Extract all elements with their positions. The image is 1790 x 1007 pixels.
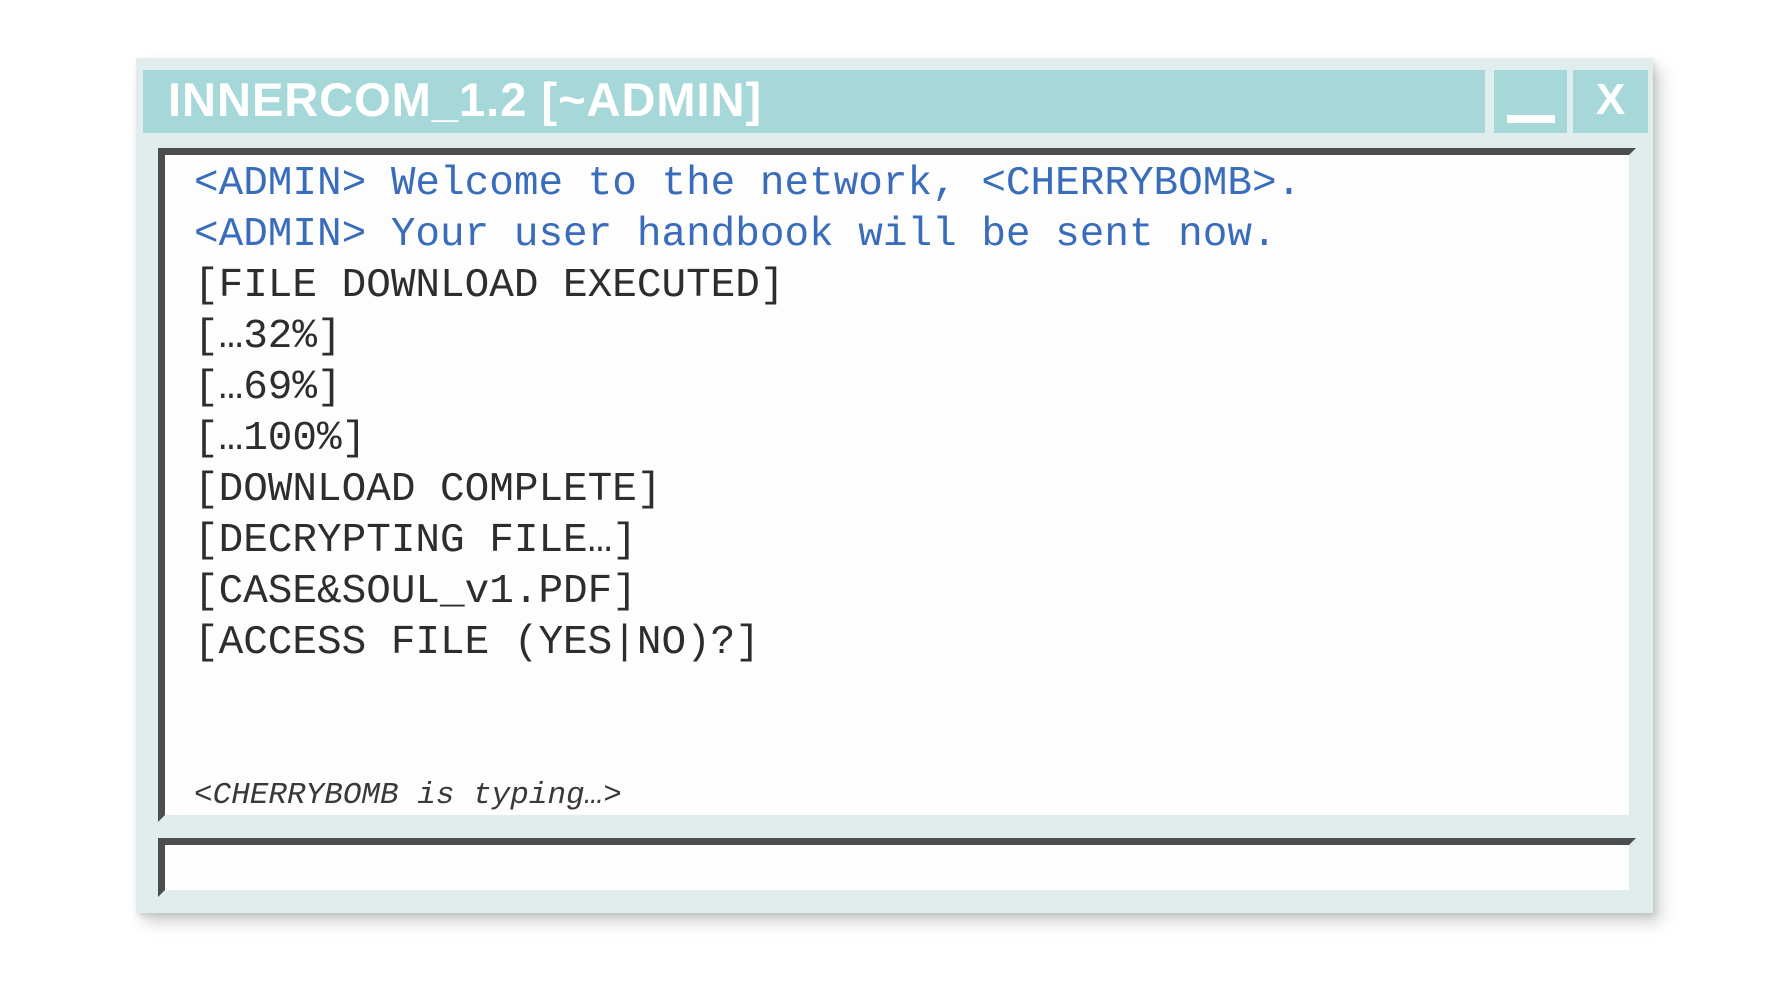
titlebar[interactable]: INNERCOM_1.2 [~ADMIN] — [143, 70, 1485, 133]
close-button[interactable]: X — [1573, 70, 1648, 133]
message-list: <ADMIN> Welcome to the network, <CHERRYB… — [165, 155, 1629, 669]
chat-message: […32%] — [194, 314, 342, 360]
minimize-icon — [1506, 115, 1555, 123]
chat-message: [FILE DOWNLOAD EXECUTED] — [194, 263, 785, 309]
titlebar-row: INNERCOM_1.2 [~ADMIN] X — [143, 70, 1648, 133]
chat-message: [DOWNLOAD COMPLETE] — [194, 467, 662, 513]
chat-message: [ACCESS FILE (YES|NO)?] — [194, 620, 760, 666]
window-title: INNERCOM_1.2 [~ADMIN] — [168, 73, 763, 126]
chat-message: […69%] — [194, 365, 342, 411]
close-icon: X — [1595, 74, 1626, 124]
chat-message: [DECRYPTING FILE…] — [194, 518, 637, 564]
chat-message: [CASE&SOUL_v1.PDF] — [194, 569, 637, 615]
typing-indicator: <CHERRYBOMB is typing…> — [194, 778, 622, 813]
minimize-button[interactable] — [1494, 70, 1567, 133]
chat-message: <ADMIN> Your user handbook will be sent … — [194, 212, 1277, 258]
innercom-window: INNERCOM_1.2 [~ADMIN] X <ADMIN> Welcome … — [136, 58, 1653, 913]
message-input-box — [158, 838, 1636, 897]
message-input[interactable] — [165, 845, 1629, 890]
chat-log[interactable]: <ADMIN> Welcome to the network, <CHERRYB… — [158, 148, 1636, 822]
chat-message: […100%] — [194, 416, 367, 462]
chat-message: <ADMIN> Welcome to the network, <CHERRYB… — [194, 161, 1302, 207]
